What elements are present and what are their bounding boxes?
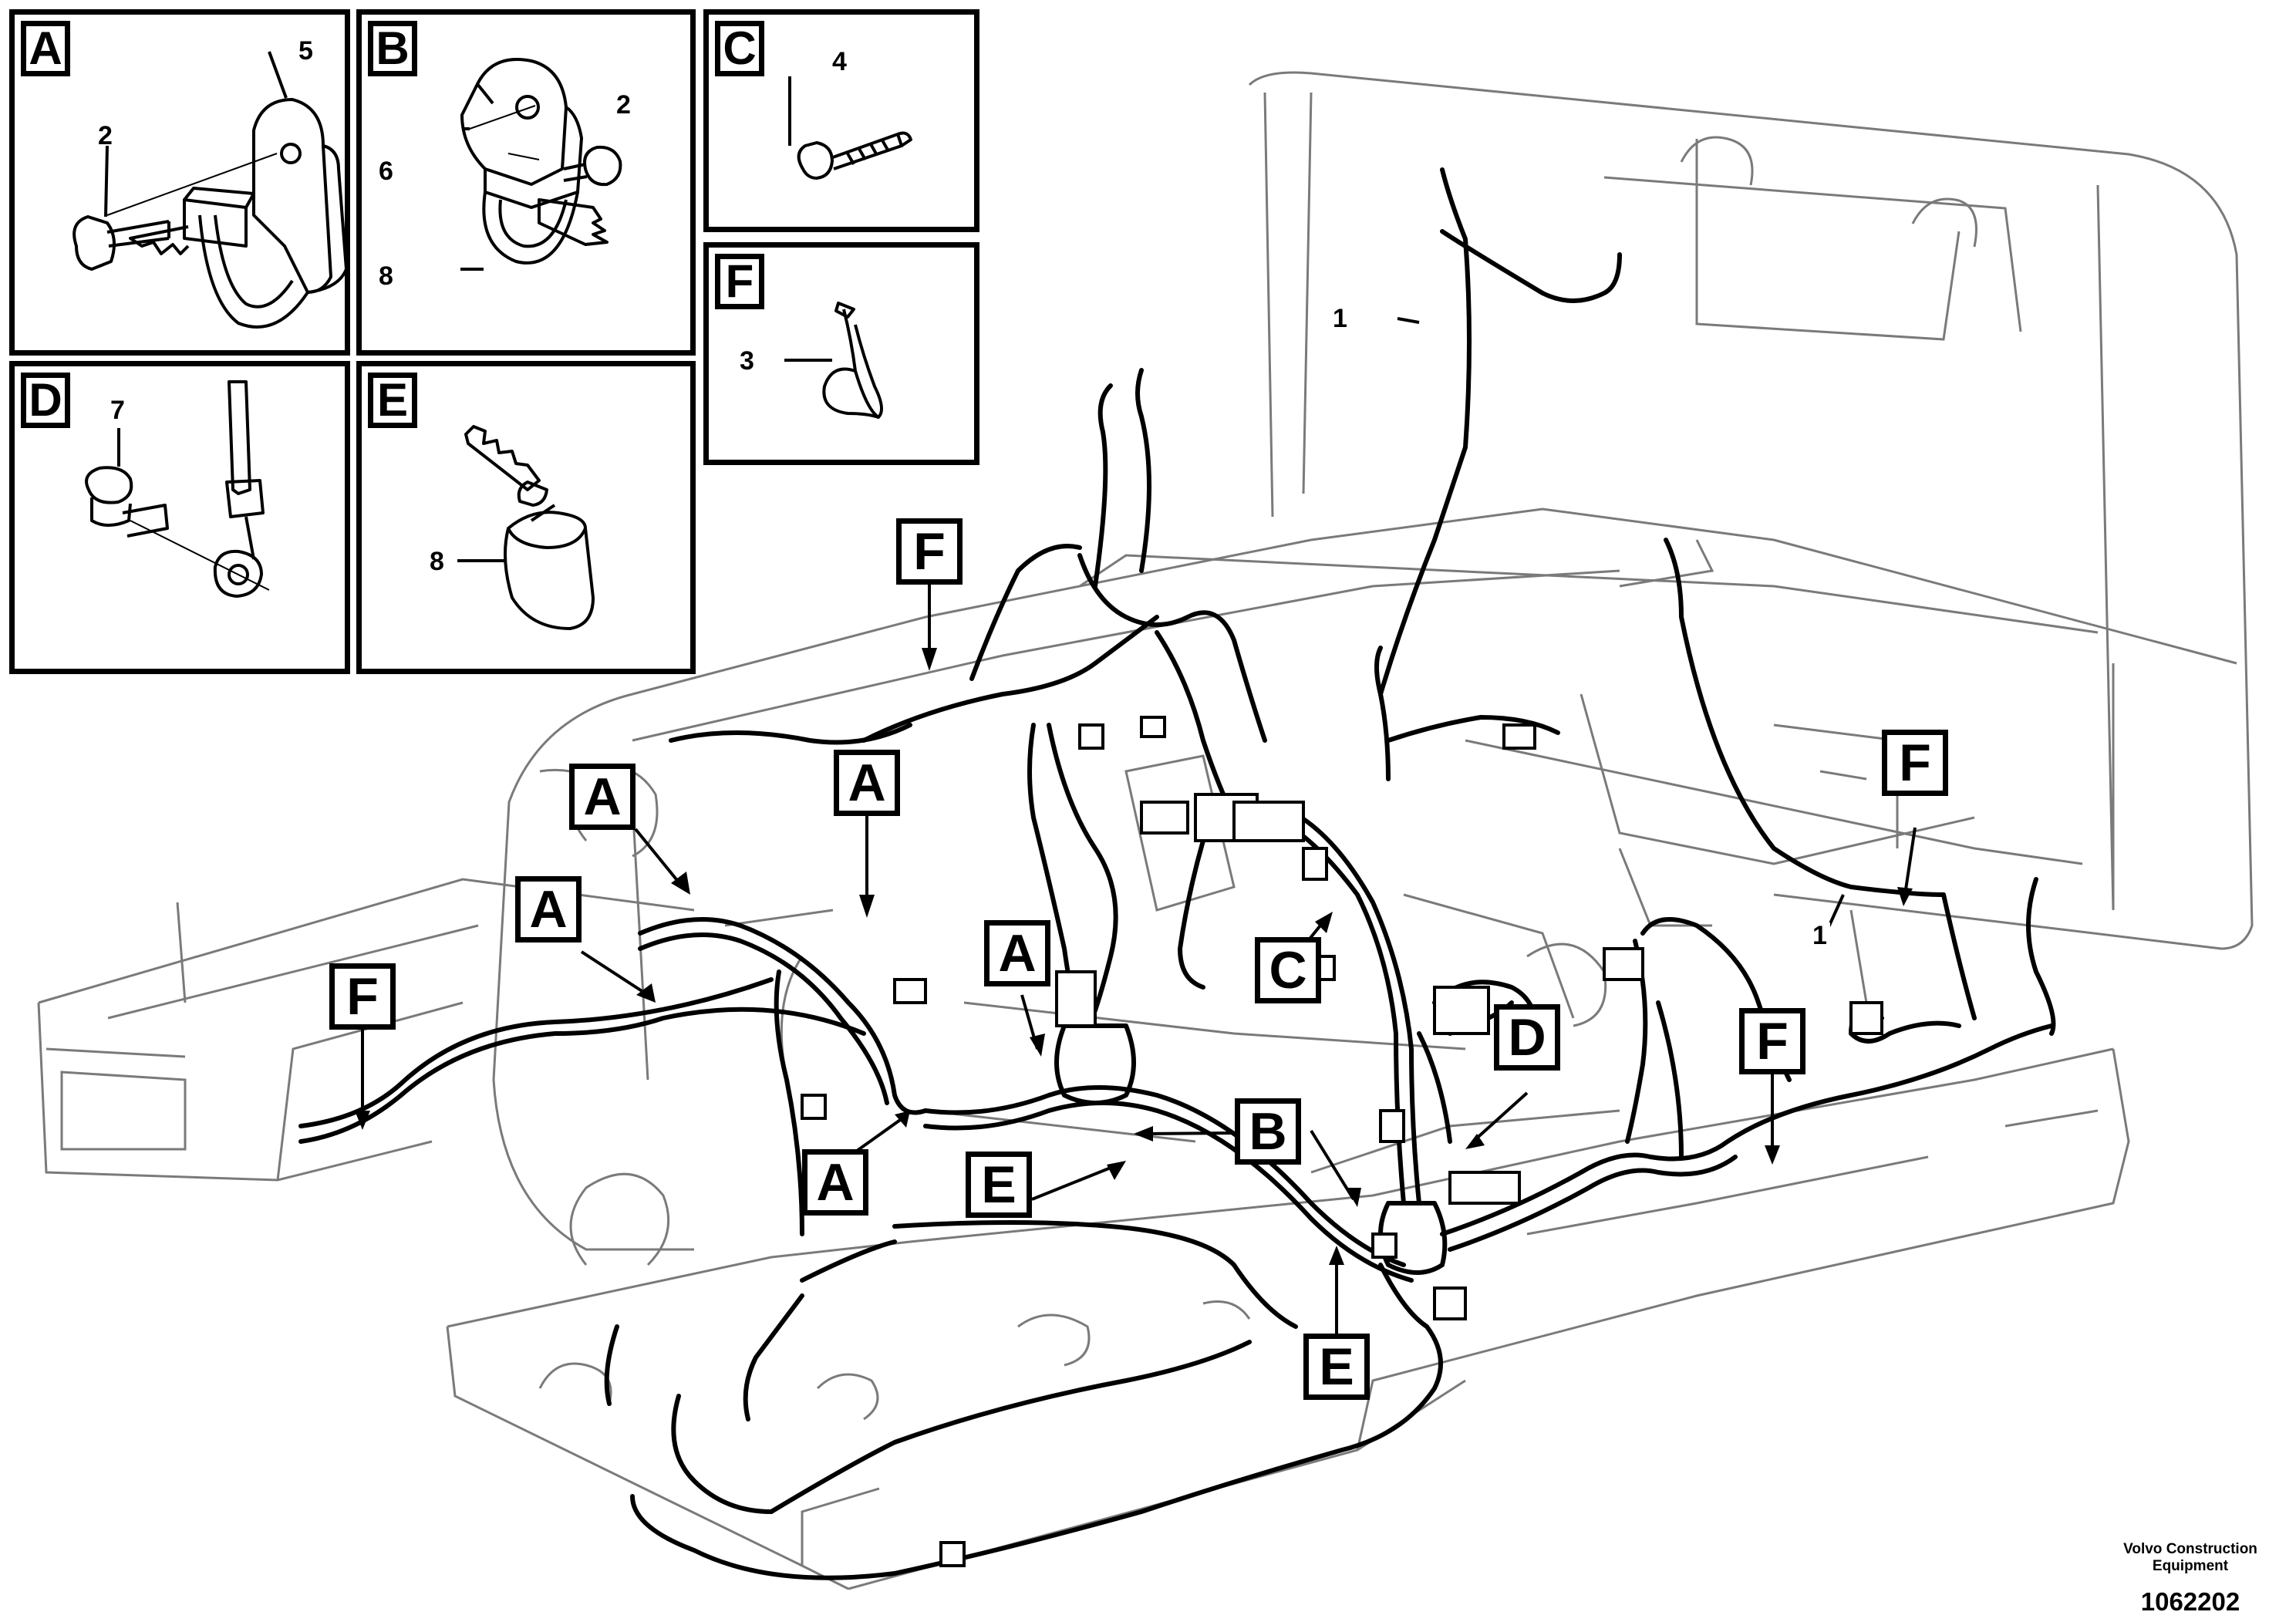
callout-e: E: [966, 1152, 1032, 1218]
inset-c-letter: C: [715, 21, 764, 76]
callout-b: B: [1235, 1098, 1301, 1165]
inset-a-illustration: [72, 51, 345, 329]
inset-b-part-2: 2: [616, 90, 631, 120]
leader-arrowheads: [355, 648, 1913, 1265]
main-part-1-lower: 1: [1809, 922, 1830, 949]
inset-e-letter: E: [368, 373, 417, 428]
inset-c: C 4: [703, 9, 979, 232]
credit-line-2: Equipment: [2152, 1557, 2229, 1574]
document-number: 1062202: [2140, 1587, 2240, 1616]
callout-a: A: [802, 1149, 868, 1216]
inset-c-illustration: [788, 76, 912, 180]
inset-f-part-3: 3: [740, 346, 754, 376]
inset-d-illustration: [85, 380, 270, 598]
inset-b: B 6 2 8: [356, 9, 696, 356]
inset-d-letter: D: [21, 373, 70, 428]
credit-text: Volvo Construction Equipment: [2098, 1541, 2283, 1575]
inset-e-part-8: 8: [430, 547, 444, 576]
inset-b-part-6: 6: [379, 157, 393, 186]
callout-a: A: [515, 876, 582, 943]
callout-f: F: [329, 963, 396, 1030]
inset-e: E 8: [356, 361, 696, 674]
callout-f: F: [896, 518, 963, 585]
callout-f: F: [1739, 1008, 1805, 1074]
inset-e-illustration: [457, 425, 595, 630]
inset-d: D 7: [9, 361, 350, 674]
connectors: [801, 716, 1883, 1567]
main-part-1-upper: 1: [1330, 305, 1350, 332]
callout-c: C: [1255, 937, 1321, 1003]
inset-b-illustration: [460, 58, 622, 271]
inset-c-part-4: 4: [832, 47, 847, 76]
inset-d-part-7: 7: [110, 396, 125, 425]
inset-a-letter: A: [21, 21, 70, 76]
inset-f-letter: F: [715, 254, 764, 309]
callout-a: A: [834, 750, 900, 816]
inset-f-illustration: [784, 302, 883, 419]
inset-a-part-2: 2: [98, 121, 113, 150]
callout-a: A: [984, 920, 1050, 986]
callout-d: D: [1494, 1004, 1560, 1071]
callout-f: F: [1882, 730, 1948, 796]
inset-b-letter: B: [368, 21, 417, 76]
inset-b-part-8: 8: [379, 261, 393, 291]
callout-e: E: [1303, 1334, 1370, 1400]
inset-a: A 5 2: [9, 9, 350, 356]
credit-line-1: Volvo Construction: [2123, 1541, 2257, 1557]
inset-f: F 3: [703, 242, 979, 465]
inset-a-part-5: 5: [298, 36, 313, 66]
callout-a: A: [569, 764, 636, 830]
